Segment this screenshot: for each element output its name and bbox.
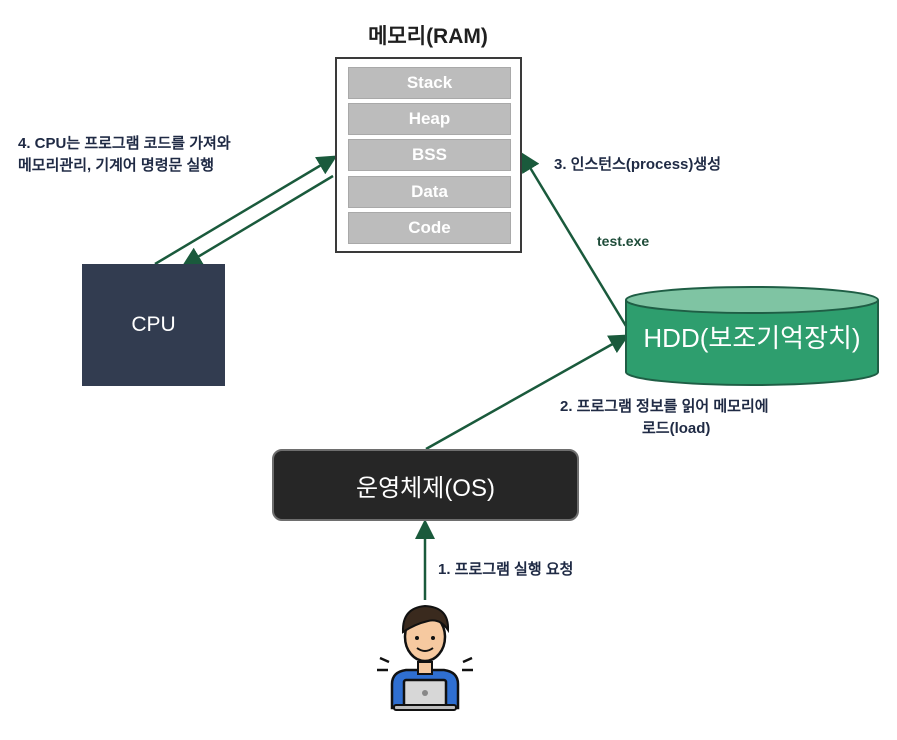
ram-title: 메모리(RAM) [368, 25, 488, 48]
segment-code: Code [348, 212, 511, 244]
annotation-load: 2. 프로그램 정보를 읽어 메모리에 로드(load) [560, 396, 860, 440]
hdd-label: HDD(보조기억장치) [643, 323, 861, 353]
hdd-cylinder [625, 286, 879, 386]
arrow-os-to-hdd [425, 334, 630, 451]
annotation-request: 1. 프로그램 실행 요청 [438, 561, 574, 578]
user-with-laptop-icon [377, 604, 473, 711]
os-label: 운영체제(OS) [356, 474, 495, 502]
os-box: 운영체제(OS) [272, 449, 579, 521]
annotation-file: test.exe [597, 233, 650, 249]
annotation-cpu-exec: 4. CPU는 프로그램 코드를 가져와 메모리관리, 기계어 명령문 실행 [18, 133, 318, 177]
segment-bss: BSS [348, 139, 511, 171]
annotation-load-line1: 2. 프로그램 정보를 읽어 메모리에 [560, 398, 769, 415]
arrow-cpu-to-ram [154, 155, 338, 266]
annotation-cpu-exec-line2: 메모리관리, 기계어 명령문 실행 [18, 157, 215, 174]
segment-heap: Heap [348, 103, 511, 135]
arrow-hdd-to-ram [520, 151, 628, 327]
arrow-ram-to-cpu [181, 174, 334, 267]
ram-block: Stack Heap BSS Data Code [335, 57, 522, 253]
annotation-load-line2: 로드(load) [642, 420, 711, 437]
cpu-label: CPU [131, 313, 176, 336]
segment-data: Data [348, 176, 511, 208]
annotation-cpu-exec-line1: 4. CPU는 프로그램 코드를 가져와 [18, 135, 231, 152]
annotation-instance: 3. 인스턴스(process)생성 [554, 156, 721, 173]
segment-stack: Stack [348, 67, 511, 99]
cpu-box: CPU [82, 264, 225, 386]
